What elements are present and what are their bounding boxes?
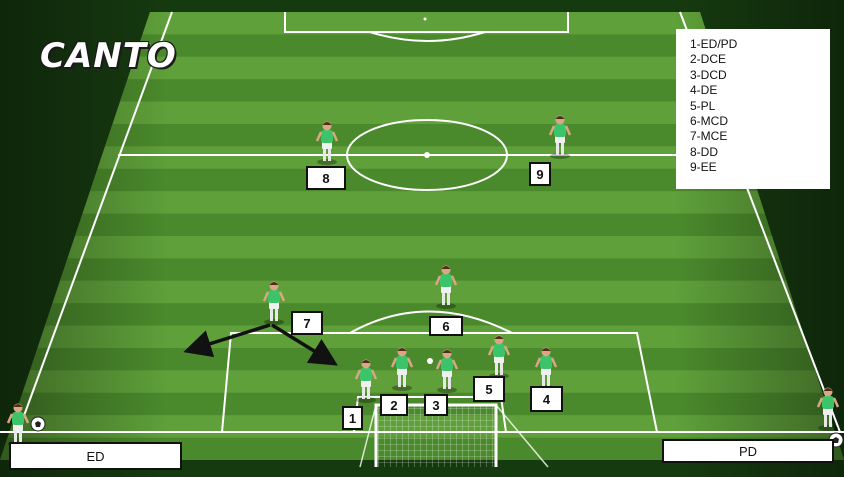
player-marker-1: 1 [342,406,363,430]
player-marker-5: 5 [473,376,505,402]
center-spot [424,152,430,158]
far-penalty-spot [424,18,427,21]
player-marker-4: 4 [530,386,563,412]
penalty-spot [427,358,433,364]
legend: 1-ED/PD 2-DCE 3-DCD 4-DE 5-PL 6-MCD 7-MC… [676,29,830,189]
football-icon [31,417,45,431]
player-marker-8: 8 [306,166,346,190]
player-marker-9: 9 [529,162,551,186]
left-corner-label: ED [9,442,182,470]
legend-item: 6-MCD [690,114,830,129]
player-marker-7: 7 [291,311,323,335]
legend-item: 7-MCE [690,129,830,144]
legend-item: 4-DE [690,83,830,98]
legend-item: 9-EE [690,160,830,175]
player-marker-6: 6 [429,316,463,336]
diagram-title: CANTO [40,36,177,76]
legend-item: 8-DD [690,145,830,160]
player-marker-3: 3 [424,394,448,416]
legend-item: 1-ED/PD [690,37,830,52]
legend-item: 3-DCD [690,68,830,83]
legend-item: 2-DCE [690,52,830,67]
player-marker-2: 2 [380,394,408,416]
legend-item: 5-PL [690,99,830,114]
right-corner-label: PD [662,439,834,463]
